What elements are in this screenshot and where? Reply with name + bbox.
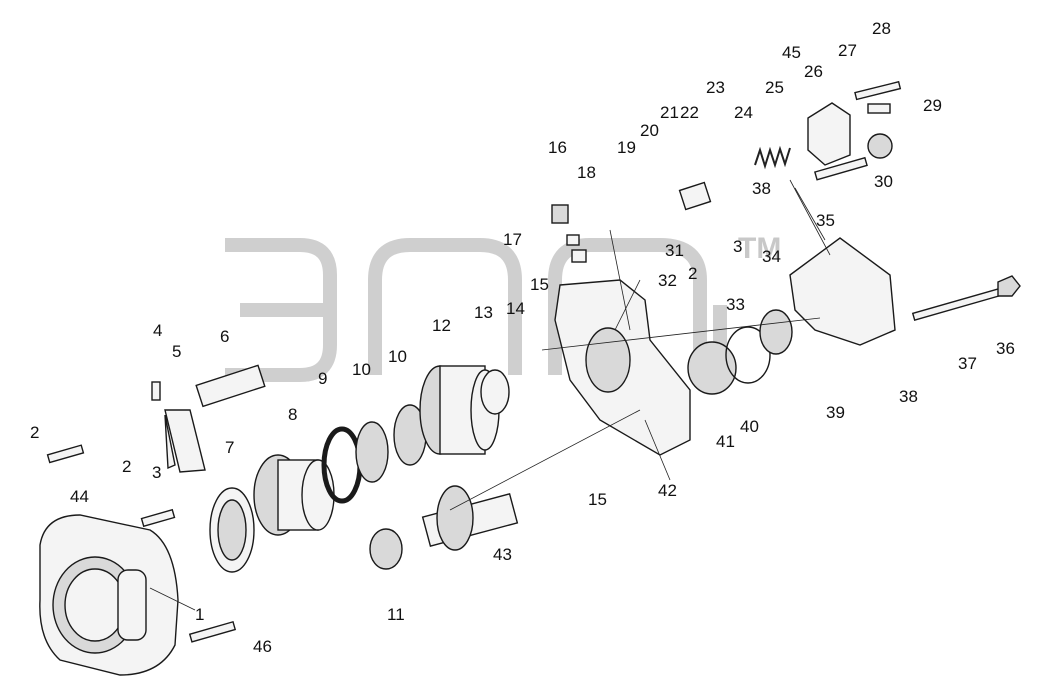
callout-36: 36 xyxy=(996,339,1015,358)
callout-21: 21 xyxy=(660,103,679,122)
part-fitting-18 xyxy=(571,249,587,263)
callout-43: 43 xyxy=(493,545,512,564)
part-piston xyxy=(678,181,712,211)
callout-2a: 2 xyxy=(30,423,39,442)
part-bearing-11 xyxy=(369,528,403,570)
callout-45: 45 xyxy=(782,43,801,62)
callout-32: 32 xyxy=(658,271,677,290)
part-front-housing xyxy=(39,514,179,676)
callout-15a: 15 xyxy=(530,275,549,294)
part-gear xyxy=(419,365,500,455)
part-output-shaft xyxy=(421,485,519,551)
callout-12: 12 xyxy=(432,316,451,335)
watermark-logo: TM xyxy=(225,232,781,382)
callout-1: 1 xyxy=(195,605,204,624)
part-valve-cover xyxy=(807,102,851,166)
part-nipple-17 xyxy=(566,234,580,246)
callout-33: 33 xyxy=(726,295,745,314)
callout-15b: 15 xyxy=(588,490,607,509)
part-bolt-46 xyxy=(188,620,237,643)
callout-14: 14 xyxy=(506,299,525,318)
part-bolt-44 xyxy=(46,444,85,464)
callout-44: 44 xyxy=(70,487,89,506)
part-shaft xyxy=(195,364,266,408)
callout-11: 11 xyxy=(387,605,405,624)
part-main-housing xyxy=(554,279,691,456)
callout-28: 28 xyxy=(872,19,891,38)
callout-5: 5 xyxy=(172,342,181,361)
callout-4: 4 xyxy=(153,321,162,340)
callout-46: 46 xyxy=(253,637,272,656)
callout-34: 34 xyxy=(762,247,781,266)
callout-27: 27 xyxy=(838,41,857,60)
callout-13: 13 xyxy=(474,303,493,322)
callout-10b: 10 xyxy=(388,347,407,366)
callout-35: 35 xyxy=(816,211,835,230)
callout-38b: 38 xyxy=(899,387,918,406)
callout-38a: 38 xyxy=(752,179,771,198)
part-bolt-28 xyxy=(854,80,902,101)
part-shift-fork xyxy=(164,409,206,473)
callout-31: 31 xyxy=(665,241,684,260)
part-plug-30 xyxy=(867,133,893,159)
part-snap-ring xyxy=(321,426,363,504)
callout-26: 26 xyxy=(804,62,823,81)
part-bolt-3a xyxy=(140,508,176,528)
part-long-bolt xyxy=(911,286,1007,321)
callout-29: 29 xyxy=(923,96,942,115)
part-sliding-gear xyxy=(253,454,335,536)
callout-8: 8 xyxy=(288,405,297,424)
callout-6: 6 xyxy=(220,327,229,346)
callout-40: 40 xyxy=(740,417,759,436)
callout-39: 39 xyxy=(826,403,845,422)
part-washer xyxy=(480,369,510,415)
part-flange-housing xyxy=(789,237,896,346)
callout-23: 23 xyxy=(706,78,725,97)
part-fitting-29 xyxy=(867,103,891,114)
part-bearing-41 xyxy=(687,341,737,395)
part-seal-34 xyxy=(759,309,793,355)
part-spring xyxy=(754,145,791,170)
leader-lines xyxy=(149,179,831,611)
part-stud-35 xyxy=(814,156,868,181)
callout-37: 37 xyxy=(958,354,977,373)
part-pin-4 xyxy=(151,381,161,401)
callout-16: 16 xyxy=(548,138,567,157)
callout-7: 7 xyxy=(225,438,234,457)
callout-2c: 2 xyxy=(688,264,697,283)
callout-20: 20 xyxy=(640,121,659,140)
callout-30: 30 xyxy=(874,172,893,191)
callout-17: 17 xyxy=(503,230,522,249)
callout-3b: 3 xyxy=(733,237,742,256)
callout-10a: 10 xyxy=(352,360,371,379)
callout-19: 19 xyxy=(617,138,636,157)
callout-9: 9 xyxy=(318,369,327,388)
callout-25: 25 xyxy=(765,78,784,97)
part-nut-36 xyxy=(997,275,1021,297)
part-ring xyxy=(209,487,255,573)
watermark-tm: TM xyxy=(738,232,781,265)
callout-41: 41 xyxy=(716,432,735,451)
callout-3a: 3 xyxy=(152,463,161,482)
part-needle-bearings xyxy=(355,404,427,483)
callout-42: 42 xyxy=(658,481,677,500)
callout-labels: 1 2 2 2 3 3 4 5 6 7 8 9 10 10 11 12 13 1… xyxy=(30,19,1015,656)
callout-22: 22 xyxy=(680,103,699,122)
part-cap-16 xyxy=(551,204,569,224)
callout-18: 18 xyxy=(577,163,596,182)
callout-24: 24 xyxy=(734,103,753,122)
part-ring-40 xyxy=(725,326,771,384)
callout-2b: 2 xyxy=(122,457,131,476)
